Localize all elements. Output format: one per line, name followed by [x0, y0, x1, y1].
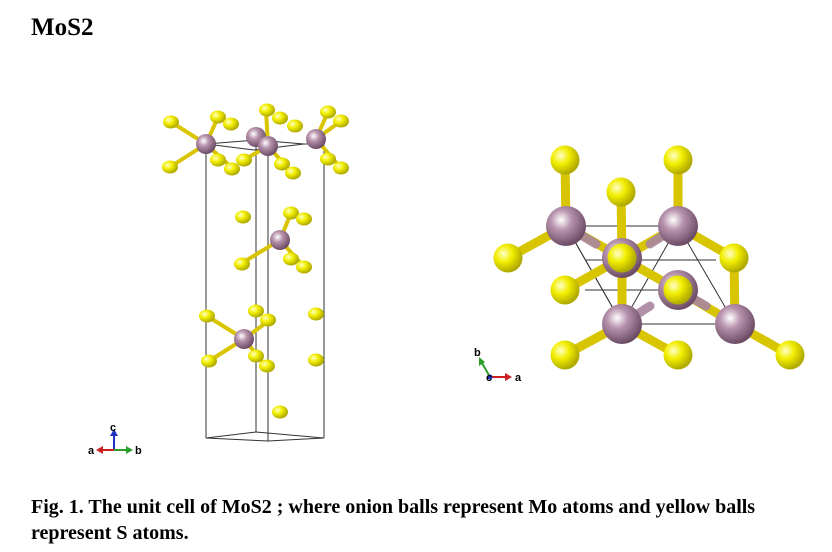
s-atom [663, 145, 693, 175]
s-atom [550, 275, 580, 305]
axis-label-c: c [110, 422, 116, 434]
s-atom [320, 105, 336, 119]
axis-label-a: a [515, 372, 522, 384]
side-view-mo-atoms [196, 127, 326, 349]
s-atom [550, 340, 580, 370]
mo-atom [234, 329, 254, 349]
s-atom [287, 119, 303, 133]
s-atom [248, 349, 264, 363]
s-atom [775, 340, 805, 370]
s-atom [607, 243, 637, 273]
s-atom [296, 212, 312, 226]
axis-label-a: a [88, 445, 95, 457]
mo-atom [658, 206, 698, 246]
s-atom [308, 307, 324, 321]
s-atom [210, 110, 226, 124]
figure-title: MoS2 [31, 14, 94, 41]
s-atom [163, 115, 179, 129]
s-atom [234, 257, 250, 271]
side-view: c a b [88, 103, 349, 457]
s-atom [201, 354, 217, 368]
s-atom [283, 252, 299, 266]
mo-atom [270, 230, 290, 250]
s-atom [333, 114, 349, 128]
s-atom [199, 309, 215, 323]
s-atom [260, 313, 276, 327]
s-atom [296, 260, 312, 274]
s-atom [719, 243, 749, 273]
axis-label-b: b [135, 445, 142, 457]
figure-caption: Fig. 1. The unit cell of MoS2 ; where on… [31, 496, 756, 544]
s-atom [320, 152, 336, 166]
side-view-axis-triad: c a b [88, 422, 142, 457]
s-atom [272, 111, 288, 125]
s-atom [274, 157, 290, 171]
s-atom [333, 161, 349, 175]
s-atom [285, 166, 301, 180]
axis-label-c: c [486, 372, 492, 384]
s-atom [308, 353, 324, 367]
axis-label-b: b [474, 347, 481, 359]
top-view-front-s-atoms [607, 243, 693, 305]
s-atom [550, 145, 580, 175]
mo-atom [258, 136, 278, 156]
mo-atom [196, 134, 216, 154]
s-atom [283, 206, 299, 220]
mo-atom [546, 206, 586, 246]
top-view-s-atoms [493, 145, 805, 370]
top-view-axis-triad: b c a [474, 347, 522, 384]
s-atom [259, 103, 275, 117]
s-atom [493, 243, 523, 273]
s-atom [236, 153, 252, 167]
s-atom [606, 177, 636, 207]
s-atom [162, 160, 178, 174]
side-view-s-atoms [162, 103, 349, 419]
s-atom [224, 162, 240, 176]
s-atom [223, 117, 239, 131]
mo-atom [602, 304, 642, 344]
side-view-cell-edges [205, 139, 325, 442]
s-atom [259, 359, 275, 373]
s-atom [235, 210, 251, 224]
s-atom [248, 304, 264, 318]
s-atom [272, 405, 288, 419]
s-atom [663, 340, 693, 370]
s-atom [663, 275, 693, 305]
mo-atom [306, 129, 326, 149]
s-atom [210, 153, 226, 167]
mo-atom [715, 304, 755, 344]
top-view: b c a [474, 145, 805, 384]
